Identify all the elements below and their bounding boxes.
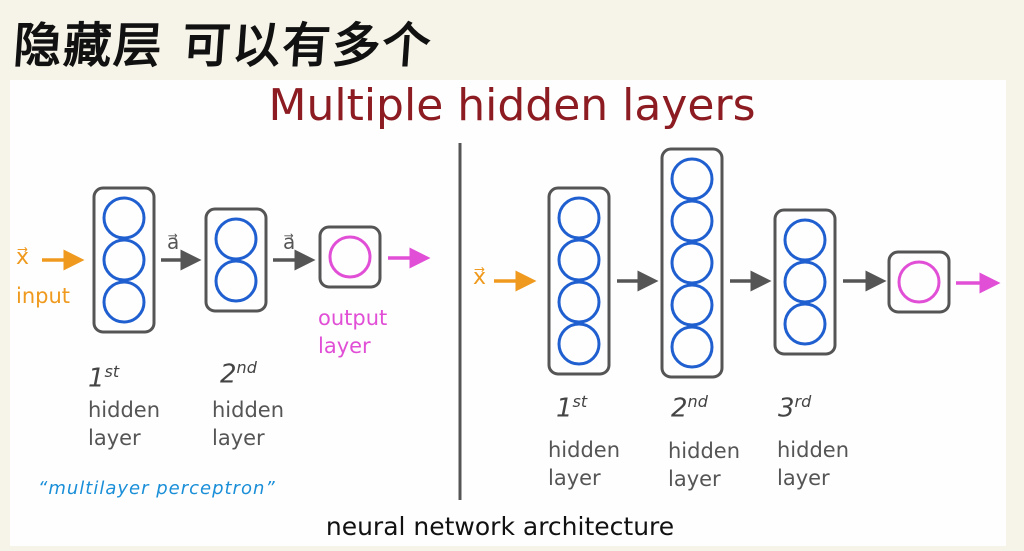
left-activation-symbol-1: a⃗ [167,230,180,254]
multilayer-perceptron-note: “multilayer perceptron” [38,478,276,499]
ordinal-suffix: nd [687,392,708,411]
right-network [494,147,1001,379]
layer-box [204,207,268,313]
output-layer [318,225,382,289]
right-hidden-2-ordinal: 2nd [671,392,708,424]
left-output-label-line1: output [318,306,388,330]
neuron [102,280,146,324]
right-hidden-2-line1: hidden [668,439,741,463]
ordinal-suffix: st [572,392,588,411]
ordinal-number: 2 [220,359,237,390]
left-activation-symbol-2: a⃗ [283,230,296,254]
right-input-symbol: x⃗ [473,265,487,290]
neuron [557,238,601,282]
neuron [670,199,714,243]
ordinal-number: 1 [556,393,573,424]
left-hidden-2-line2: layer [212,426,265,450]
ordinal-suffix: nd [236,358,257,377]
left-network [42,186,431,334]
right-hidden-3-line2: layer [777,466,830,490]
neuron [214,217,258,261]
hidden-layer-3 [773,208,837,356]
layer-box [773,208,837,356]
ordinal-suffix: rd [794,392,812,411]
left-hidden-2-ordinal: 2nd [220,358,257,390]
hidden-layer-2 [204,207,268,313]
hidden-layer-1 [92,186,156,334]
hidden-layer-1 [547,186,611,376]
neuron [214,259,258,303]
neuron [557,322,601,366]
neuron [557,280,601,324]
ordinal-number: 3 [778,393,795,424]
neuron [102,238,146,282]
right-hidden-1-line1: hidden [548,438,621,462]
left-output-label-line2: layer [318,334,371,358]
right-hidden-3-ordinal: 3rd [778,392,811,424]
neuron [670,157,714,201]
right-hidden-1-line2: layer [548,466,601,490]
right-hidden-3-line1: hidden [777,438,850,462]
left-hidden-1-line2: layer [88,426,141,450]
neuron [783,260,827,304]
layer-box [887,250,951,314]
neuron [102,196,146,240]
neuron [557,196,601,240]
ordinal-number: 2 [671,393,688,424]
left-hidden-1-line1: hidden [88,398,161,422]
ordinal-number: 1 [88,363,105,394]
neuron [783,302,827,346]
ordinal-suffix: st [104,362,120,381]
neuron [783,218,827,262]
slide-title: Multiple hidden layers [268,80,756,131]
slide-canvas [10,80,1006,546]
neuron [670,283,714,327]
hidden-layer-2 [660,147,724,379]
left-hidden-1-ordinal: 1st [88,362,119,394]
neuron [670,241,714,285]
left-hidden-2-line1: hidden [212,398,285,422]
output-neuron [897,260,941,304]
output-layer [887,250,951,314]
left-input-label: input [16,284,71,308]
left-input-symbol: x⃗ [16,245,30,270]
neuron [670,325,714,369]
right-hidden-1-ordinal: 1st [556,392,587,424]
layer-box [92,186,156,334]
slide-caption: neural network architecture [325,512,675,541]
layer-box [547,186,611,376]
output-neuron [328,235,372,279]
right-hidden-2-line2: layer [668,467,721,491]
layer-box [660,147,724,379]
layer-box [318,225,382,289]
